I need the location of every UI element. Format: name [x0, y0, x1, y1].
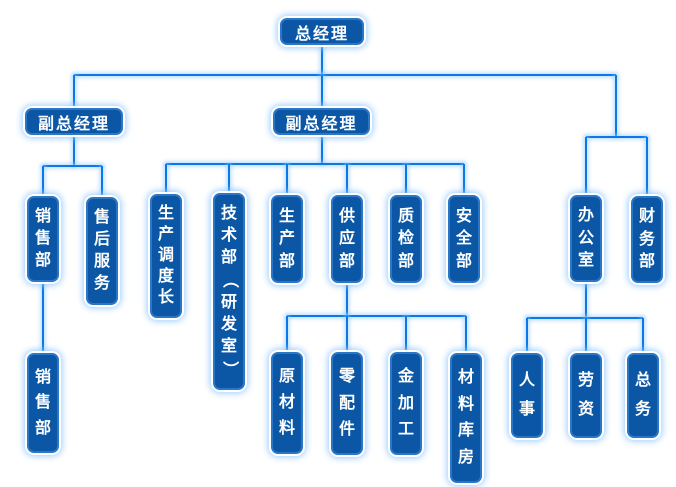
org-node-finance-dept: 财务部 — [631, 196, 663, 283]
org-node-sales-sub: 销售部 — [27, 353, 59, 453]
org-node-spare-parts: 零配件 — [331, 352, 363, 455]
connector-office-out — [585, 282, 587, 318]
org-node-label: 零配件 — [338, 368, 355, 438]
org-node-label: 安全部 — [455, 207, 472, 270]
org-node-general-manager: 总经理 — [280, 18, 364, 45]
org-node-sales-dept: 销售部 — [27, 196, 59, 282]
org-node-tech-dept-rd: 技术部（研发室） — [213, 193, 245, 390]
org-node-label: 总经理 — [294, 25, 349, 43]
connector-supply-drop — [346, 164, 348, 195]
org-node-label: 销售部 — [34, 208, 51, 269]
connector-sales-drop — [42, 166, 44, 196]
connector-right-bus — [586, 136, 647, 138]
org-node-label: 售后服务 — [93, 209, 110, 292]
connector-tech-drop — [228, 164, 230, 193]
org-node-label: 副总经理 — [37, 115, 110, 133]
connector-supply-out — [346, 283, 348, 316]
connector-labor-drop — [585, 318, 587, 353]
org-node-label: 生产部 — [278, 207, 295, 270]
org-node-label: 财务部 — [638, 208, 655, 270]
org-node-label: 供应部 — [338, 207, 355, 270]
org-node-deputy-gm-left: 副总经理 — [25, 108, 123, 135]
org-node-raw-materials: 原材料 — [271, 352, 303, 454]
org-node-after-sales-service: 售后服务 — [86, 197, 118, 305]
connector-vgm-mid-drop — [321, 75, 323, 108]
org-node-label: 销售部 — [34, 368, 51, 437]
connector-production-drop — [286, 164, 288, 195]
org-node-label: 质检部 — [397, 207, 414, 270]
org-node-supply-dept: 供应部 — [331, 195, 363, 283]
org-node-metal-processing: 金加工 — [390, 352, 422, 455]
org-node-office: 办公室 — [570, 195, 602, 282]
org-node-production-dept: 生产部 — [271, 195, 303, 283]
connector-general-drop — [642, 318, 644, 353]
org-node-production-dispatch: 生产调度长 — [150, 194, 182, 318]
org-node-label: 劳资 — [577, 372, 594, 418]
connector-vgm-left-out — [73, 135, 75, 166]
org-node-label: 金加工 — [397, 368, 414, 438]
org-node-label: 办公室 — [577, 207, 594, 269]
org-node-safety-dept: 安全部 — [448, 195, 480, 283]
org-node-materials-warehouse: 材料库房 — [450, 353, 482, 483]
org-node-qc-dept: 质检部 — [390, 195, 422, 283]
connector-raw-drop — [286, 316, 288, 352]
connector-level1-bus — [74, 74, 616, 76]
connector-office-drop — [585, 137, 587, 195]
connector-sales-sub-drop — [42, 282, 44, 353]
connector-warehouse-drop — [465, 316, 467, 353]
connector-finance-drop — [646, 137, 648, 196]
org-node-general-affairs: 总务 — [627, 353, 659, 438]
org-node-label: 总务 — [634, 372, 651, 418]
org-node-deputy-gm-mid: 副总经理 — [273, 108, 370, 135]
connector-vgm-left-drop — [73, 75, 75, 108]
org-node-label: 材料库房 — [457, 369, 474, 466]
connector-metal-drop — [405, 316, 407, 352]
org-node-labor-wages: 劳资 — [570, 353, 602, 438]
org-node-label: 技术部（研发室） — [220, 205, 238, 377]
org-node-label: 副总经理 — [285, 115, 358, 133]
connector-vgm-mid-out — [321, 135, 323, 164]
connector-safety-drop — [463, 164, 465, 195]
org-node-label: 原材料 — [278, 368, 295, 437]
connector-supply-bus — [287, 315, 466, 317]
org-node-label: 人事 — [518, 372, 535, 418]
org-node-label: 生产调度长 — [157, 205, 174, 306]
connector-gm-drop — [321, 45, 323, 75]
connector-aftersales-drop — [101, 166, 103, 197]
connector-parts-drop — [346, 316, 348, 352]
connector-qc-drop — [405, 164, 407, 195]
org-node-personnel: 人事 — [511, 353, 543, 438]
connector-dispatch-drop — [165, 164, 167, 194]
connector-hr-drop — [526, 318, 528, 353]
connector-left-bus — [43, 165, 102, 167]
connector-right-branch — [615, 75, 617, 137]
connector-mid-bus — [166, 163, 464, 165]
